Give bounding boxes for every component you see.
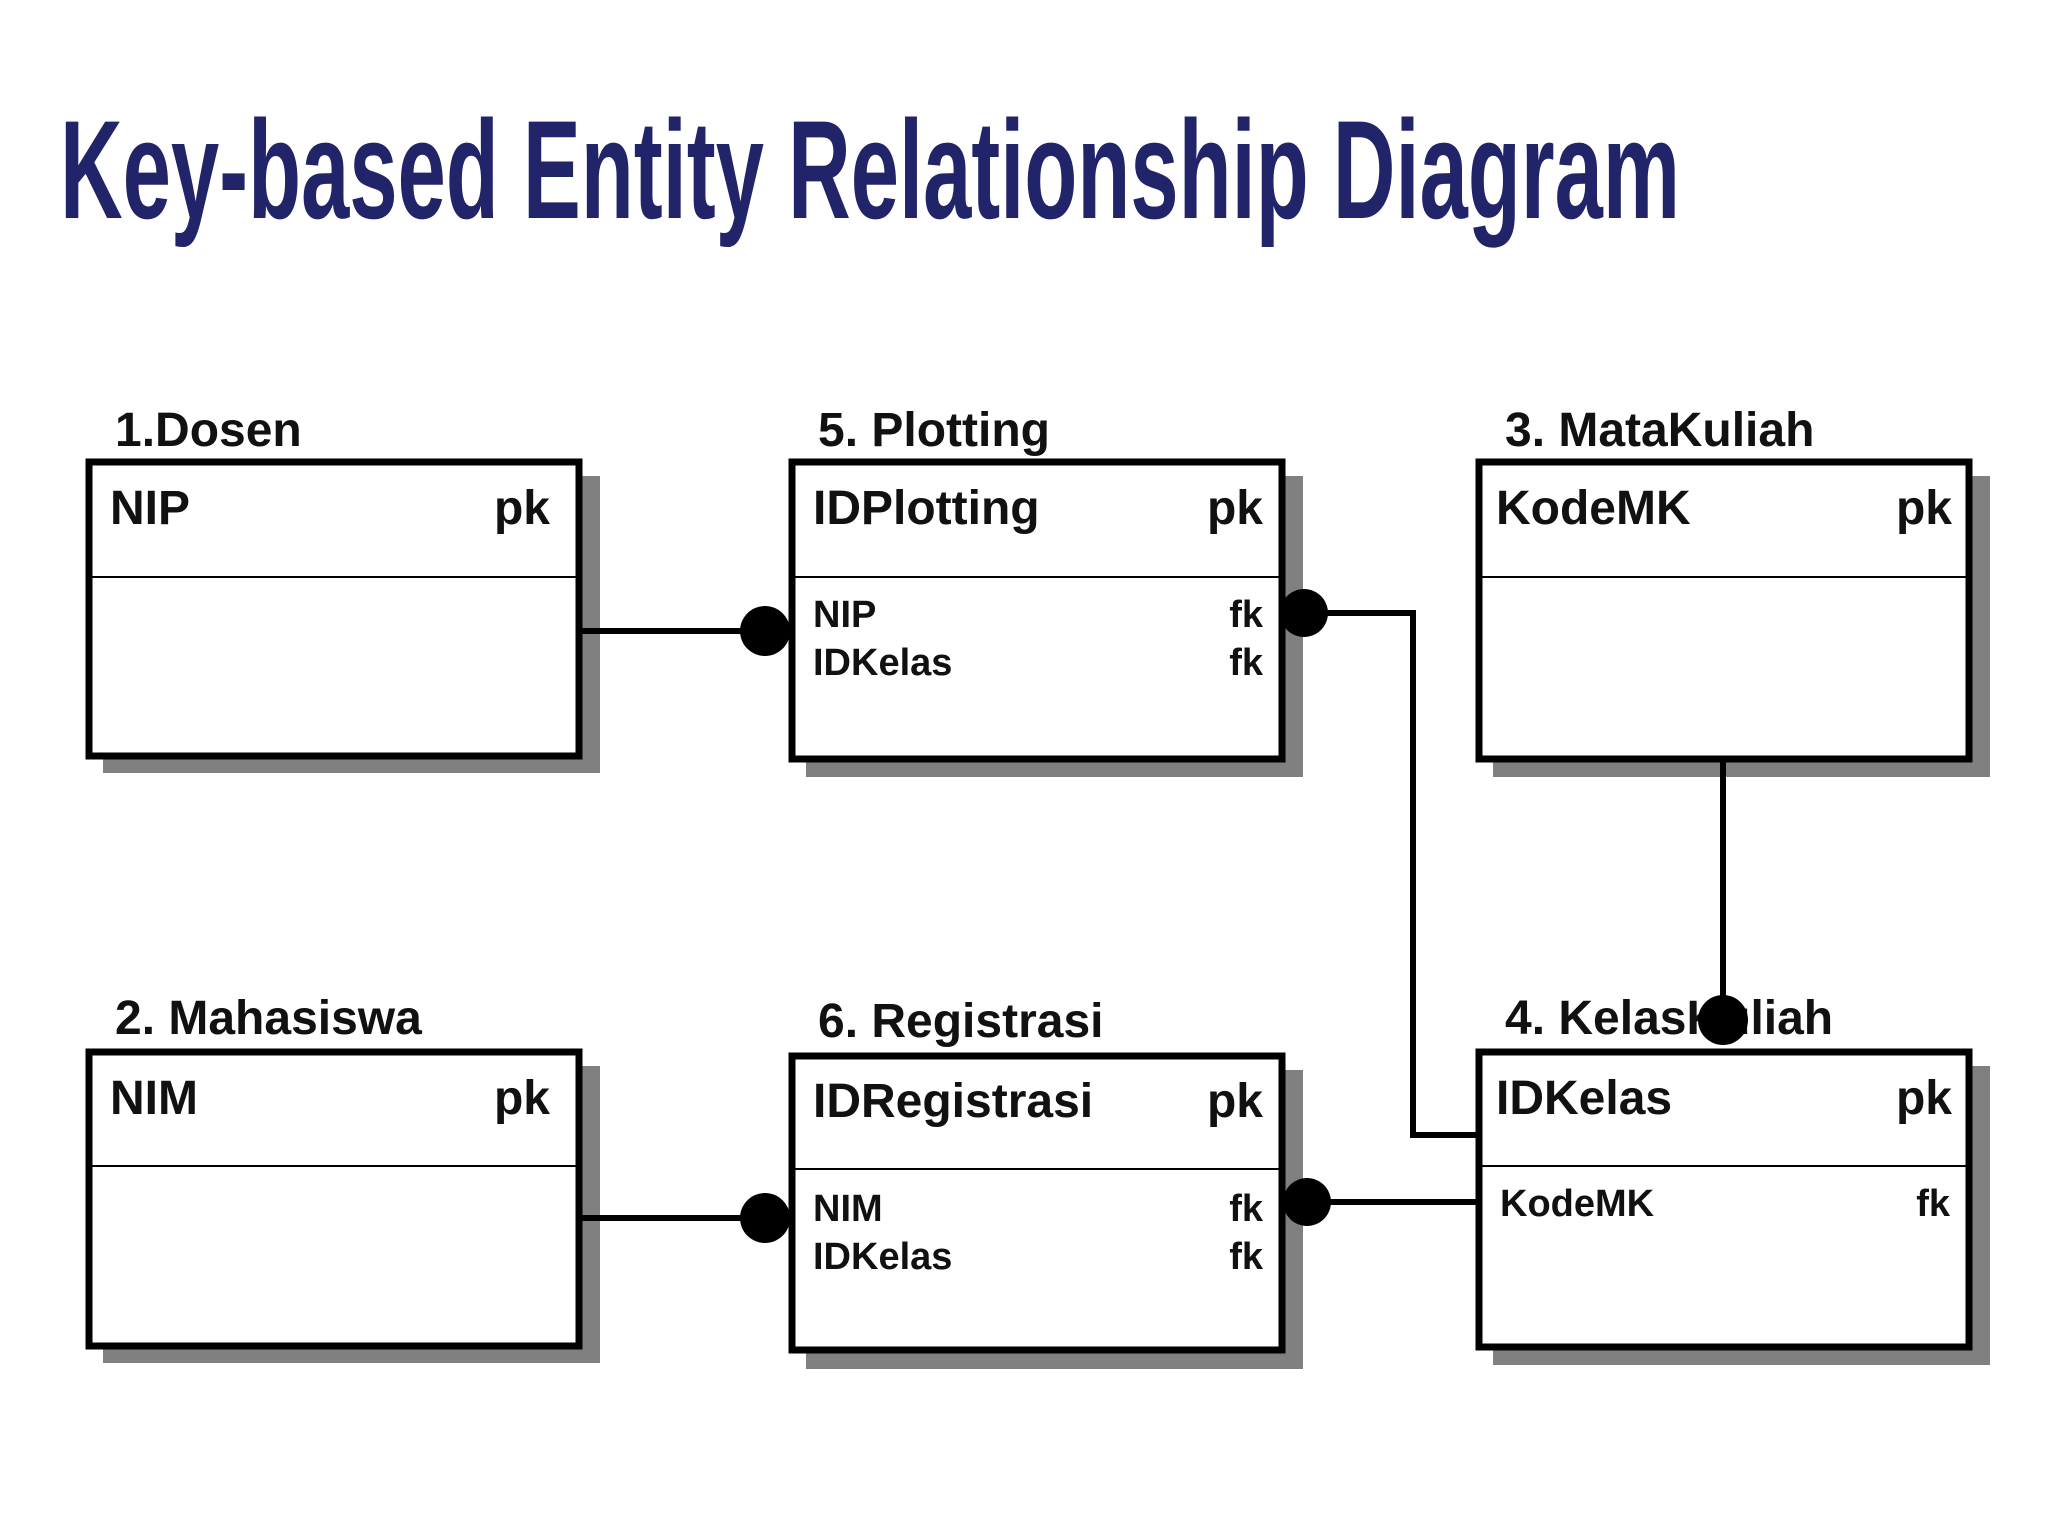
entity-label: 4. KelasKuliah <box>1505 992 1833 1045</box>
attr-tag: fk <box>1229 594 1264 636</box>
page-title: Key-based Entity Relationship Diagram <box>60 91 1680 248</box>
entity-label: 1.Dosen <box>115 404 302 457</box>
pk-name: NIM <box>110 1072 198 1125</box>
entity-dosen: 1.Dosen NIP pk <box>85 404 600 773</box>
entity-mahasiswa: 2. Mahasiswa NIM pk <box>85 992 600 1363</box>
entity-box <box>788 1052 1286 1354</box>
entity-box <box>1475 1048 1973 1351</box>
entity-matakuliah: 3. MataKuliah KodeMK pk <box>1475 404 1990 777</box>
attr-tag: fk <box>1229 1236 1264 1278</box>
cardinality-dot-icon <box>740 1193 790 1243</box>
pk-tag: pk <box>494 1072 550 1125</box>
entity-label: 5. Plotting <box>818 404 1050 457</box>
attr-name: NIP <box>813 594 876 636</box>
cardinality-markers <box>740 589 1748 1243</box>
entity-label: 3. MataKuliah <box>1505 404 1814 457</box>
pk-tag: pk <box>1207 1075 1263 1128</box>
pk-tag: pk <box>1896 482 1952 535</box>
entity-kelaskuliah: 4. KelasKuliah IDKelas pk KodeMK fk <box>1475 992 1990 1365</box>
entity-box <box>85 1048 583 1350</box>
pk-tag: pk <box>494 482 550 535</box>
cardinality-dot-icon <box>1280 589 1328 637</box>
cardinality-dot-icon <box>1283 1178 1331 1226</box>
attr-tag: fk <box>1229 642 1264 684</box>
pk-name: IDRegistrasi <box>813 1075 1093 1128</box>
attr-name: IDKelas <box>813 1236 952 1278</box>
entity-registrasi: 6. Registrasi IDRegistrasi pk NIM fk IDK… <box>788 995 1303 1369</box>
pk-name: NIP <box>110 482 190 535</box>
attr-name: NIM <box>813 1188 883 1230</box>
entity-box <box>85 458 583 760</box>
pk-tag: pk <box>1207 482 1263 535</box>
entity-box <box>1475 458 1973 763</box>
relationships <box>582 610 1726 1221</box>
pk-name: KodeMK <box>1496 482 1691 535</box>
attr-tag: fk <box>1229 1188 1264 1230</box>
pk-tag: pk <box>1896 1072 1952 1125</box>
relationship-line-kelaskuliah-plotting <box>1304 610 1479 1138</box>
attr-name: IDKelas <box>813 642 952 684</box>
entity-label: 2. Mahasiswa <box>115 992 422 1045</box>
cardinality-dot-icon <box>740 606 790 656</box>
entity-label: 6. Registrasi <box>818 995 1103 1048</box>
pk-name: IDKelas <box>1496 1072 1672 1125</box>
attr-name: KodeMK <box>1500 1183 1655 1225</box>
cardinality-dot-icon <box>1698 995 1748 1045</box>
entity-box <box>788 458 1286 763</box>
entity-plotting: 5. Plotting IDPlotting pk NIP fk IDKelas… <box>788 404 1303 777</box>
attr-tag: fk <box>1916 1183 1951 1225</box>
pk-name: IDPlotting <box>813 482 1040 535</box>
